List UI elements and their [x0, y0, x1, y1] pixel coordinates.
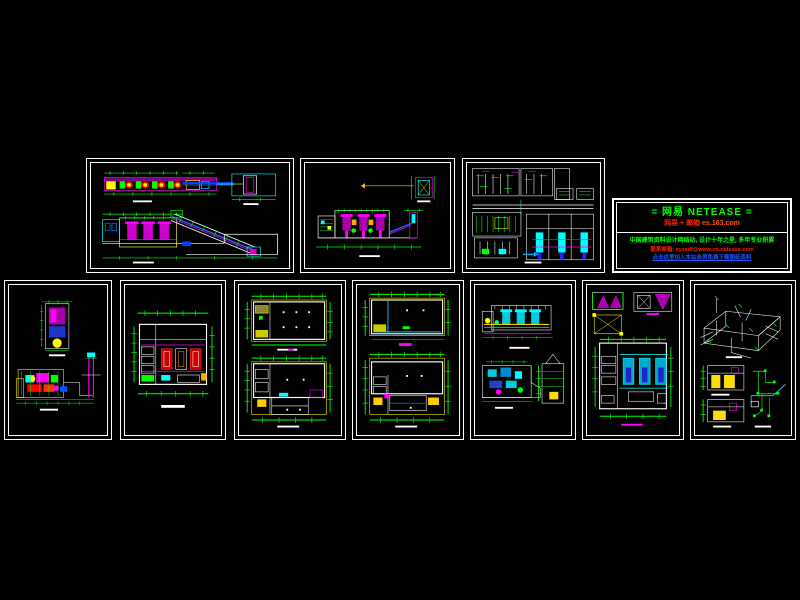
watermark-site-description: 中国建筑资料设计网络站, 设计十年之星, 多年专业积累	[629, 238, 775, 244]
watermark-body: 中国建筑资料设计网络站, 设计十年之星, 多年专业积累 联系邮箱: xyzsdf…	[617, 233, 787, 268]
watermark-brand-line: = 网易 NETEASE =	[651, 207, 753, 218]
drawing-floor-plans-a	[239, 285, 341, 435]
sheet-border-inner	[124, 284, 222, 436]
sheet-equipment-floor-plan-red-units[interactable]	[120, 280, 226, 440]
watermark-header: = 网易 NETEASE = 网易 + 邮箱 es.163.com	[617, 203, 787, 233]
drawing-equipment-sections	[475, 285, 571, 435]
watermark-member-link[interactable]: 点击这里加入本站会员免费下载图纸资料	[652, 255, 752, 261]
drawing-longitudinal-section	[91, 163, 289, 268]
sheet-border-inner	[466, 162, 601, 269]
sheet-border-inner	[474, 284, 572, 436]
sheet-border-inner	[304, 162, 451, 269]
drawing-building-elevation	[305, 163, 450, 268]
sheet-axonometric-and-duct-sections[interactable]	[690, 280, 796, 440]
drawing-axonometric-ducts	[695, 285, 791, 435]
drawing-plan-section-detail	[9, 285, 107, 435]
drawing-piping-plan	[467, 163, 600, 268]
sheet-plan-and-section-detail[interactable]	[4, 280, 112, 440]
watermark-contact-email: 联系邮箱: xyzsdf@www.cn.netease.com	[650, 247, 754, 253]
sheet-border-inner	[694, 284, 792, 436]
sheet-longitudinal-section-and-conveyor-elevation[interactable]	[86, 158, 294, 273]
sheet-border-inner	[90, 162, 290, 269]
sheet-piping-and-instrument-plan[interactable]	[462, 158, 605, 273]
sheet-border-inner	[586, 284, 680, 436]
drawing-equipment-floor-plan	[125, 285, 221, 435]
watermark-domain: es.163.com	[702, 220, 740, 227]
watermark-subtitle-line: 网易 + 邮箱 es.163.com	[617, 219, 787, 229]
sheet-building-elevation-with-equipment[interactable]	[300, 158, 455, 273]
sheet-border-inner	[356, 284, 460, 436]
sheet-two-storey-floor-plans-b[interactable]	[352, 280, 464, 440]
drawing-details-machine-room	[587, 285, 679, 435]
sheet-border-inner	[8, 284, 108, 436]
watermark-subtitle-left: 网易 + 邮箱	[664, 220, 701, 227]
sheet-details-and-machine-room-plan[interactable]	[582, 280, 684, 440]
sheet-two-storey-floor-plans-a[interactable]	[234, 280, 346, 440]
drawing-floor-plans-b	[357, 285, 459, 435]
watermark-title-block: = 网易 NETEASE = 网易 + 邮箱 es.163.com 中国建筑资料…	[612, 198, 792, 273]
sheet-border-inner	[238, 284, 342, 436]
sheet-equipment-sections-cyan[interactable]	[470, 280, 576, 440]
